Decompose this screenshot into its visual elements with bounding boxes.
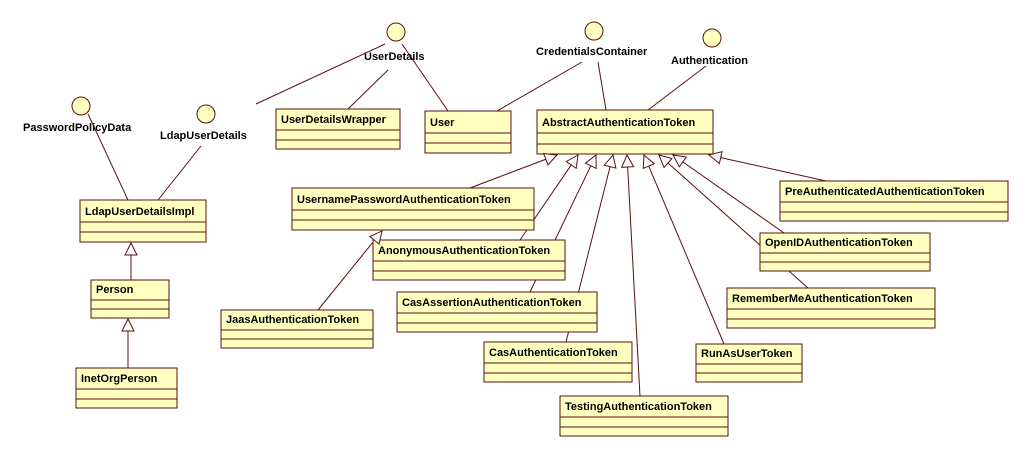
class-name: RememberMeAuthenticationToken <box>732 293 913 305</box>
class-username-password-authentication-token[interactable]: UsernamePasswordAuthenticationToken <box>291 187 535 231</box>
class-name: CasAssertionAuthenticationToken <box>402 297 582 309</box>
class-name: UserDetailsWrapper <box>281 114 387 126</box>
class-abstract-authentication-token[interactable]: AbstractAuthenticationToken <box>536 109 714 155</box>
stray-line-fragment <box>255 43 386 105</box>
generalization-arrowhead <box>368 230 383 246</box>
class-box <box>536 109 714 155</box>
generalization-line-username-password-authentication-token-to-abstract-authentication-token <box>469 158 546 189</box>
class-name: JaasAuthenticationToken <box>226 314 359 326</box>
interface-credentials-container[interactable]: CredentialsContainer <box>536 21 648 58</box>
realization-line-abstract-authentication-token-to-authentication <box>647 65 707 111</box>
class-ldap-user-details-impl[interactable]: LdapUserDetailsImpl <box>79 199 207 243</box>
class-box <box>291 187 535 231</box>
realization-line-user-details-wrapper-to-user-details <box>347 69 389 110</box>
interface-password-policy-data[interactable]: PasswordPolicyData <box>23 96 132 134</box>
interface-label: PasswordPolicyData <box>23 122 132 134</box>
interface-label: CredentialsContainer <box>536 46 648 58</box>
realization-line-user-to-user-details <box>401 43 449 112</box>
generalization-arrowhead <box>584 153 597 170</box>
generalization-arrowhead <box>707 151 723 165</box>
realization-line-user-to-credentials-container <box>496 61 583 112</box>
class-box <box>79 199 207 243</box>
class-jaas-authentication-token[interactable]: JaasAuthenticationToken <box>220 309 374 349</box>
interface-circle-icon <box>702 28 722 48</box>
class-name: RunAsUserToken <box>701 348 793 360</box>
class-cas-authentication-token[interactable]: CasAuthenticationToken <box>483 341 633 383</box>
generalization-arrowhead <box>124 241 138 256</box>
class-name: LdapUserDetailsImpl <box>85 206 194 218</box>
arrowheads <box>121 151 723 332</box>
class-box <box>90 279 170 319</box>
interface-user-details[interactable]: UserDetails <box>364 22 425 63</box>
interface-circle-icon <box>584 21 604 41</box>
class-box <box>726 287 936 329</box>
class-box <box>275 108 401 150</box>
interface-label: LdapUserDetails <box>160 130 247 142</box>
class-anonymous-authentication-token[interactable]: AnonymousAuthenticationToken <box>372 239 566 281</box>
interface-ldap-user-details[interactable]: LdapUserDetails <box>160 104 247 142</box>
class-box <box>75 367 178 409</box>
class-box <box>559 395 729 437</box>
class-box <box>483 341 633 383</box>
interface-label: UserDetails <box>364 51 425 63</box>
class-name: Person <box>96 284 134 296</box>
class-open-id-authentication-token[interactable]: OpenIDAuthenticationToken <box>759 232 931 272</box>
class-name: User <box>430 117 455 129</box>
class-remember-me-authentication-token[interactable]: RememberMeAuthenticationToken <box>726 287 936 329</box>
interface-authentication[interactable]: Authentication <box>671 28 748 67</box>
class-name: OpenIDAuthenticationToken <box>765 237 913 249</box>
class-name: InetOrgPerson <box>81 373 158 385</box>
class-box <box>759 232 931 272</box>
generalization-arrowhead <box>658 154 673 169</box>
realization-line-abstract-authentication-token-to-credentials-container <box>597 61 607 111</box>
class-pre-authenticated-authentication-token[interactable]: PreAuthenticatedAuthenticationToken <box>779 180 1009 222</box>
interface-circle-icon <box>196 104 216 124</box>
class-user[interactable]: User <box>424 110 512 154</box>
realization-line-ldap-user-details-impl-to-ldap-user-details <box>157 145 202 201</box>
class-person[interactable]: Person <box>90 279 170 319</box>
generalization-arrowhead <box>672 154 688 168</box>
class-name: TestingAuthenticationToken <box>565 401 712 413</box>
generalization-line-pre-authenticated-authentication-token-to-abstract-authentication-token <box>720 157 827 182</box>
generalization-line-testing-authentication-token-to-abstract-authentication-token <box>627 166 641 397</box>
class-name: AnonymousAuthenticationToken <box>378 245 550 257</box>
generalization-line-run-as-user-token-to-abstract-authentication-token <box>648 165 725 345</box>
generalization-arrowhead <box>121 317 135 332</box>
class-box <box>372 239 566 281</box>
generalization-arrowhead <box>603 153 617 169</box>
interface-label: Authentication <box>671 55 748 67</box>
realization-line-ldap-user-details-impl-to-password-policy-data <box>87 113 129 201</box>
class-name: UsernamePasswordAuthenticationToken <box>297 194 511 206</box>
interface-circle-icon <box>386 22 406 42</box>
class-box <box>695 343 803 383</box>
class-run-as-user-token[interactable]: RunAsUserToken <box>695 343 803 383</box>
interface-circle-icon <box>71 96 91 116</box>
class-cas-assertion-authentication-token[interactable]: CasAssertionAuthenticationToken <box>396 291 598 333</box>
class-inet-org-person[interactable]: InetOrgPerson <box>75 367 178 409</box>
class-box <box>396 291 598 333</box>
class-user-details-wrapper[interactable]: UserDetailsWrapper <box>275 108 401 150</box>
class-box <box>779 180 1009 222</box>
class-name: AbstractAuthenticationToken <box>542 117 695 129</box>
generalization-arrowhead <box>642 153 656 170</box>
class-box <box>424 110 512 154</box>
generalization-arrowhead <box>542 153 559 166</box>
generalization-arrowhead <box>565 154 579 170</box>
class-name: CasAuthenticationToken <box>489 347 618 359</box>
generalization-line-jaas-authentication-token-to-username-password-authentication-token <box>317 240 375 311</box>
class-name: PreAuthenticatedAuthenticationToken <box>785 186 985 198</box>
generalization-arrowhead <box>620 153 635 168</box>
class-testing-authentication-token[interactable]: TestingAuthenticationToken <box>559 395 729 437</box>
class-box <box>220 309 374 349</box>
generalization-line-open-id-authentication-token-to-abstract-authentication-token <box>682 161 785 234</box>
